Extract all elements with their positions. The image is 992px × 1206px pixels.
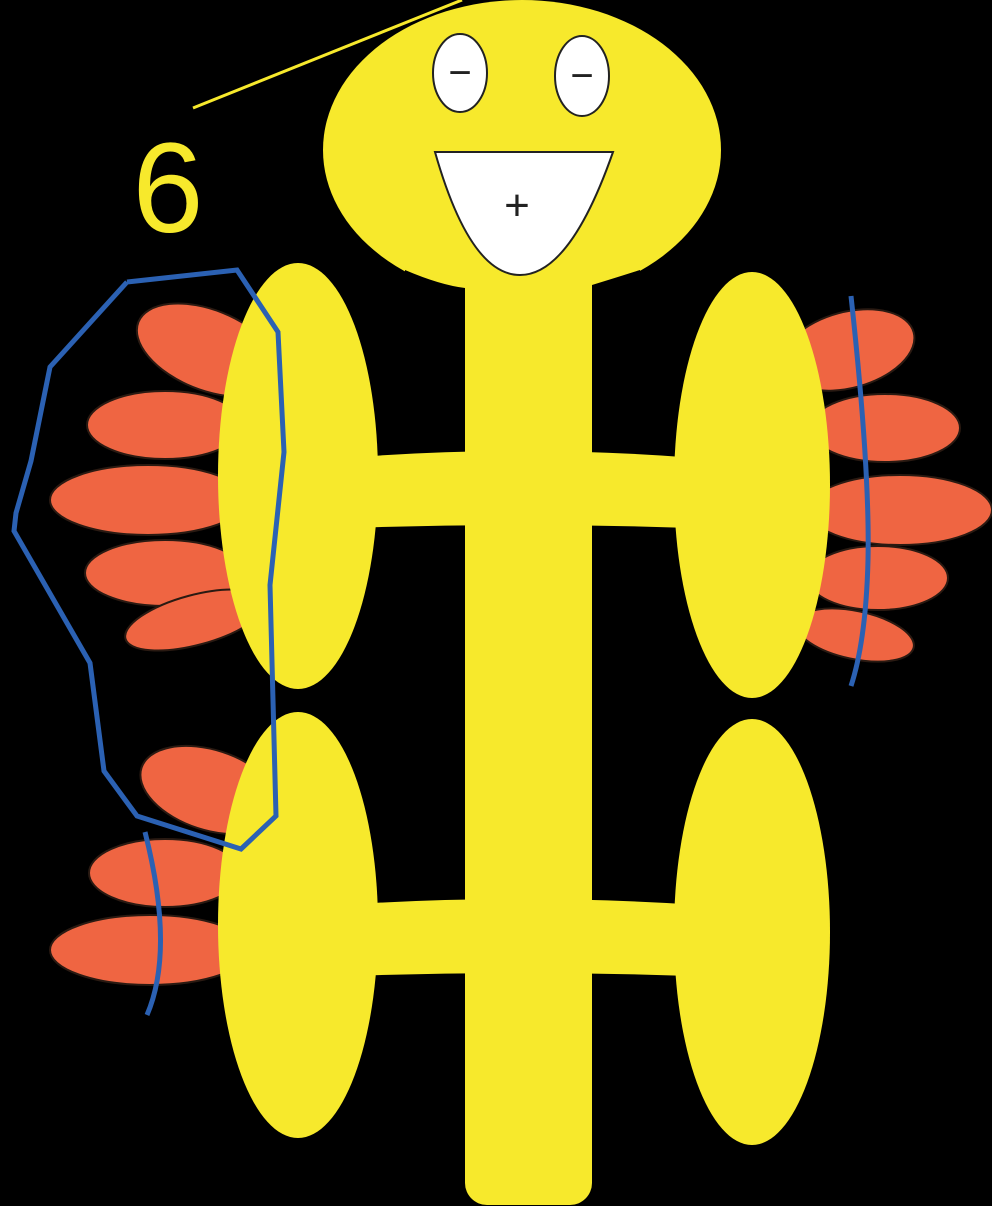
figure-number-label: 6 bbox=[132, 117, 203, 260]
upper-right-limb bbox=[674, 272, 830, 698]
lower-left-limb bbox=[218, 712, 378, 1138]
right-eye-sign: − bbox=[570, 54, 593, 98]
petal bbox=[808, 475, 992, 545]
petal bbox=[810, 394, 960, 462]
petal bbox=[808, 546, 948, 610]
left-eye-sign: − bbox=[448, 51, 471, 95]
left-eye: − bbox=[433, 34, 487, 112]
right-eye: − bbox=[555, 36, 609, 116]
spine bbox=[465, 220, 592, 1205]
lower-right-limb bbox=[674, 719, 830, 1145]
upper-left-limb bbox=[218, 263, 378, 689]
mouth-sign: + bbox=[504, 181, 530, 230]
petal bbox=[89, 839, 241, 907]
petal bbox=[50, 465, 246, 535]
